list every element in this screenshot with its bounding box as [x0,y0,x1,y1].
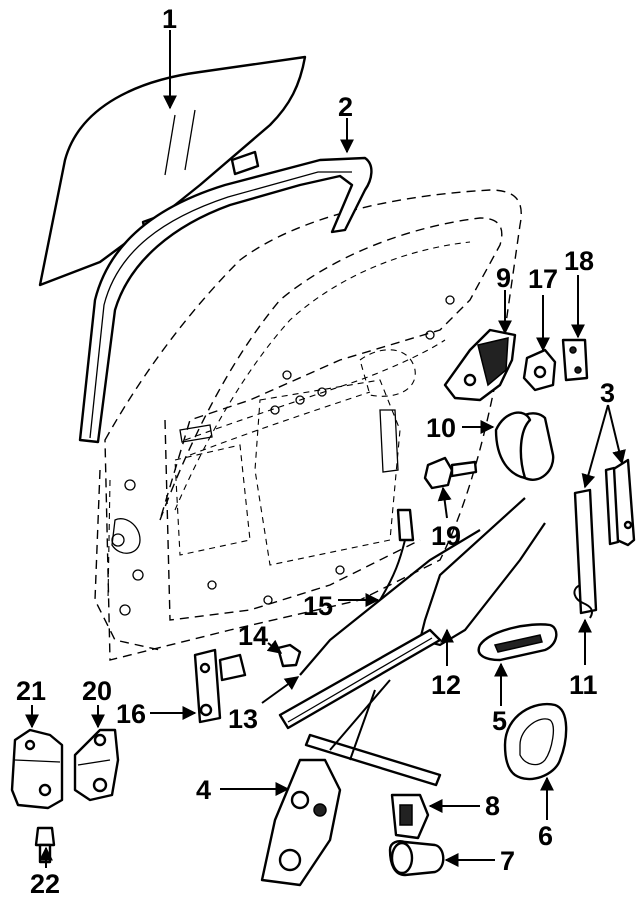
outside-door-handle [477,623,558,662]
callout-20: 20 [82,676,112,706]
lock-switch [379,508,415,601]
callout-22: 22 [30,869,60,899]
callout-5: 5 [492,706,507,736]
callout-6: 6 [538,821,553,851]
rod-clip [573,584,593,619]
rod-retainer-clip [276,643,302,668]
callout-10: 10 [426,413,456,443]
callout-16: 16 [116,699,146,729]
callout-8: 8 [485,791,500,821]
door-latch [443,328,517,402]
callout-labels: 1 2 3 4 5 6 7 8 9 10 11 12 13 14 15 16 1… [16,4,615,899]
door-check-strap [10,728,64,810]
callout-7: 7 [500,846,515,876]
callout-12: 12 [431,670,461,700]
callout-11: 11 [569,670,598,700]
glass-run-channel [573,458,636,615]
regulator-motor [388,840,445,877]
callout-13: 13 [228,704,258,734]
mounting-bolt [423,456,478,490]
inside-door-handle [503,702,568,781]
callout-19: 19 [431,521,461,551]
striker-plate [561,338,589,382]
callout-18: 18 [564,246,594,276]
callout-2: 2 [338,92,353,122]
window-regulator [260,628,442,887]
lock-actuator [494,411,555,481]
door-shell [94,189,522,661]
window-glass [38,55,307,287]
callout-3: 3 [600,378,615,408]
callout-4: 4 [196,775,211,805]
door-hinge-lower [193,648,247,724]
door-hinge-upper [73,728,120,802]
regulator-motor-bracket [390,793,430,840]
window-run-channel [78,156,373,444]
callout-9: 9 [496,263,511,293]
callout-17: 17 [528,264,558,294]
callout-15: 15 [303,591,333,621]
striker-clip [522,348,557,392]
callout-21: 21 [16,676,46,706]
callout-leaders [25,30,626,868]
callout-1: 1 [162,4,177,34]
callout-14: 14 [238,621,268,651]
